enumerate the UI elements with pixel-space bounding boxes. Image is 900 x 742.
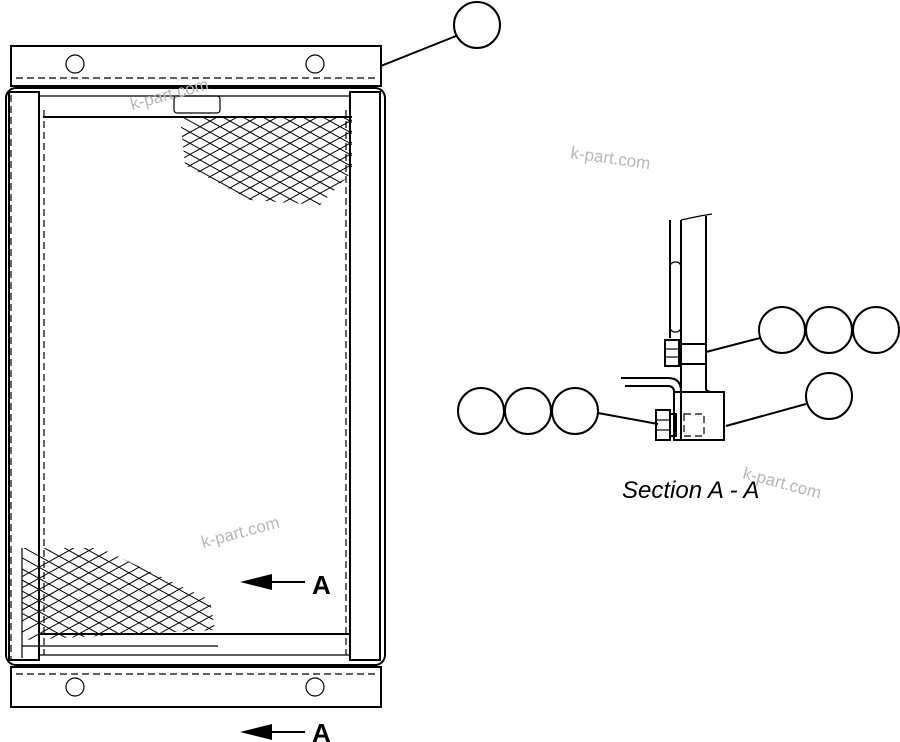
lower-bolt-head — [655, 409, 671, 441]
watermark-3: k-part.com — [199, 513, 281, 552]
bottom-mounting-bar — [10, 666, 382, 708]
upper-bolt-head — [664, 339, 680, 367]
section-arrow-a: A — [240, 570, 331, 600]
screen-frame — [5, 45, 386, 708]
frame-callout-leader — [380, 35, 457, 67]
right-side-rail — [349, 91, 381, 661]
lower-mount-block — [673, 391, 725, 441]
callout-bubble-lower-1 — [457, 387, 505, 435]
section-arrow-letter: A — [312, 570, 331, 600]
bottom-left-bolt-hole — [65, 677, 85, 697]
frame-body — [5, 87, 386, 666]
callout-bubble-upper-1 — [758, 306, 806, 354]
callout-bubble-upper-2 — [805, 306, 853, 354]
mesh-screen-top — [180, 118, 352, 205]
callout-bubble-lower-3 — [551, 387, 599, 435]
callout-bubble-block — [805, 372, 853, 420]
top-right-bolt-hole — [305, 54, 325, 74]
frame-callout-bubble — [453, 1, 501, 49]
view-arrow-letter: A — [312, 718, 331, 742]
bottom-right-bolt-hole — [305, 677, 325, 697]
section-caption: Section A - A — [622, 477, 759, 504]
upper-bolt-shank — [678, 343, 707, 365]
callout-bubble-upper-3 — [852, 306, 900, 354]
lower-bolt-leader — [597, 412, 659, 425]
watermark-1: k-part.com — [128, 75, 210, 114]
handle-slot — [173, 95, 221, 114]
block-leader — [725, 403, 807, 427]
upper-bolt-leader — [705, 337, 761, 353]
section-a-a-detail: Section A - A — [457, 213, 900, 504]
callout-bubble-lower-2 — [504, 387, 552, 435]
top-left-bolt-hole — [65, 54, 85, 74]
watermark-2: k-part.com — [569, 143, 651, 173]
left-side-rail — [8, 91, 40, 661]
view-arrow-a: A — [240, 718, 331, 742]
